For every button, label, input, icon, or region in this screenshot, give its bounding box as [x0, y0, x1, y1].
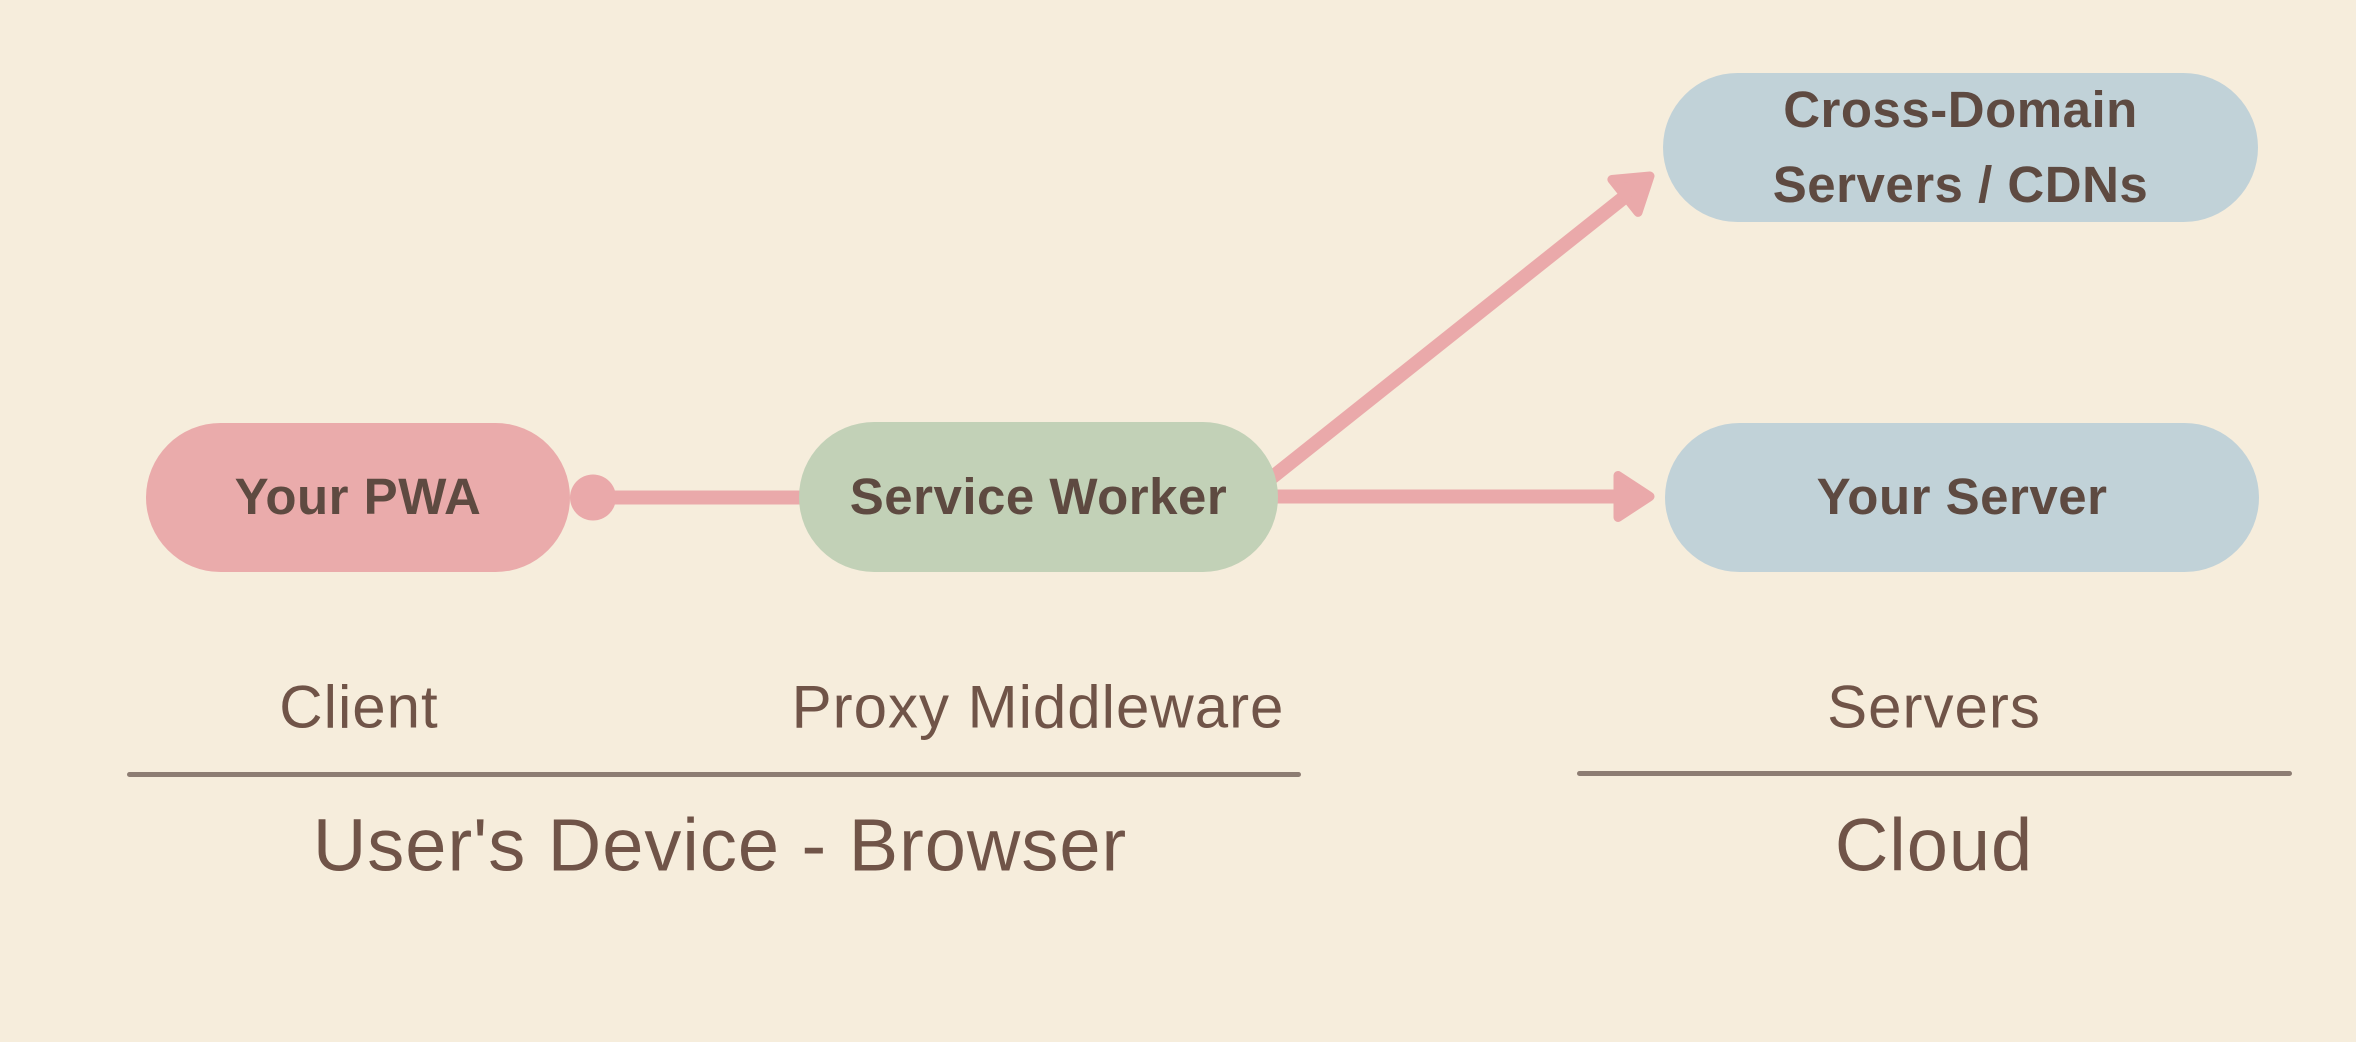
- zone-label-proxy-middleware: Proxy Middleware: [791, 673, 1285, 741]
- node-cross-domain-servers: Cross-Domain Servers / CDNs: [1663, 73, 2258, 222]
- node-your-pwa-label: Your PWA: [234, 468, 482, 526]
- group-title-users-device: User's Device - Browser: [312, 803, 1128, 887]
- zone-label-servers: Servers: [1827, 673, 2041, 741]
- group-title-cloud: Cloud: [1834, 803, 2034, 887]
- device-group-divider: [127, 772, 1301, 777]
- sw-to-server-arrowhead-icon: [1613, 471, 1655, 522]
- node-your-server: Your Server: [1665, 423, 2259, 572]
- cloud-group-divider: [1577, 771, 2292, 776]
- sw-to-cdn-line: [1250, 189, 1632, 497]
- node-service-worker-label: Service Worker: [849, 467, 1228, 525]
- sw-to-cdn-arrowhead-icon: [1607, 171, 1655, 217]
- zone-label-client: Client: [279, 673, 439, 741]
- node-cross-domain-servers-label: Cross-Domain Servers / CDNs: [1772, 80, 2149, 213]
- node-service-worker: Service Worker: [799, 422, 1278, 572]
- node-your-server-label: Your Server: [1816, 468, 2108, 526]
- node-your-pwa: Your PWA: [146, 423, 570, 572]
